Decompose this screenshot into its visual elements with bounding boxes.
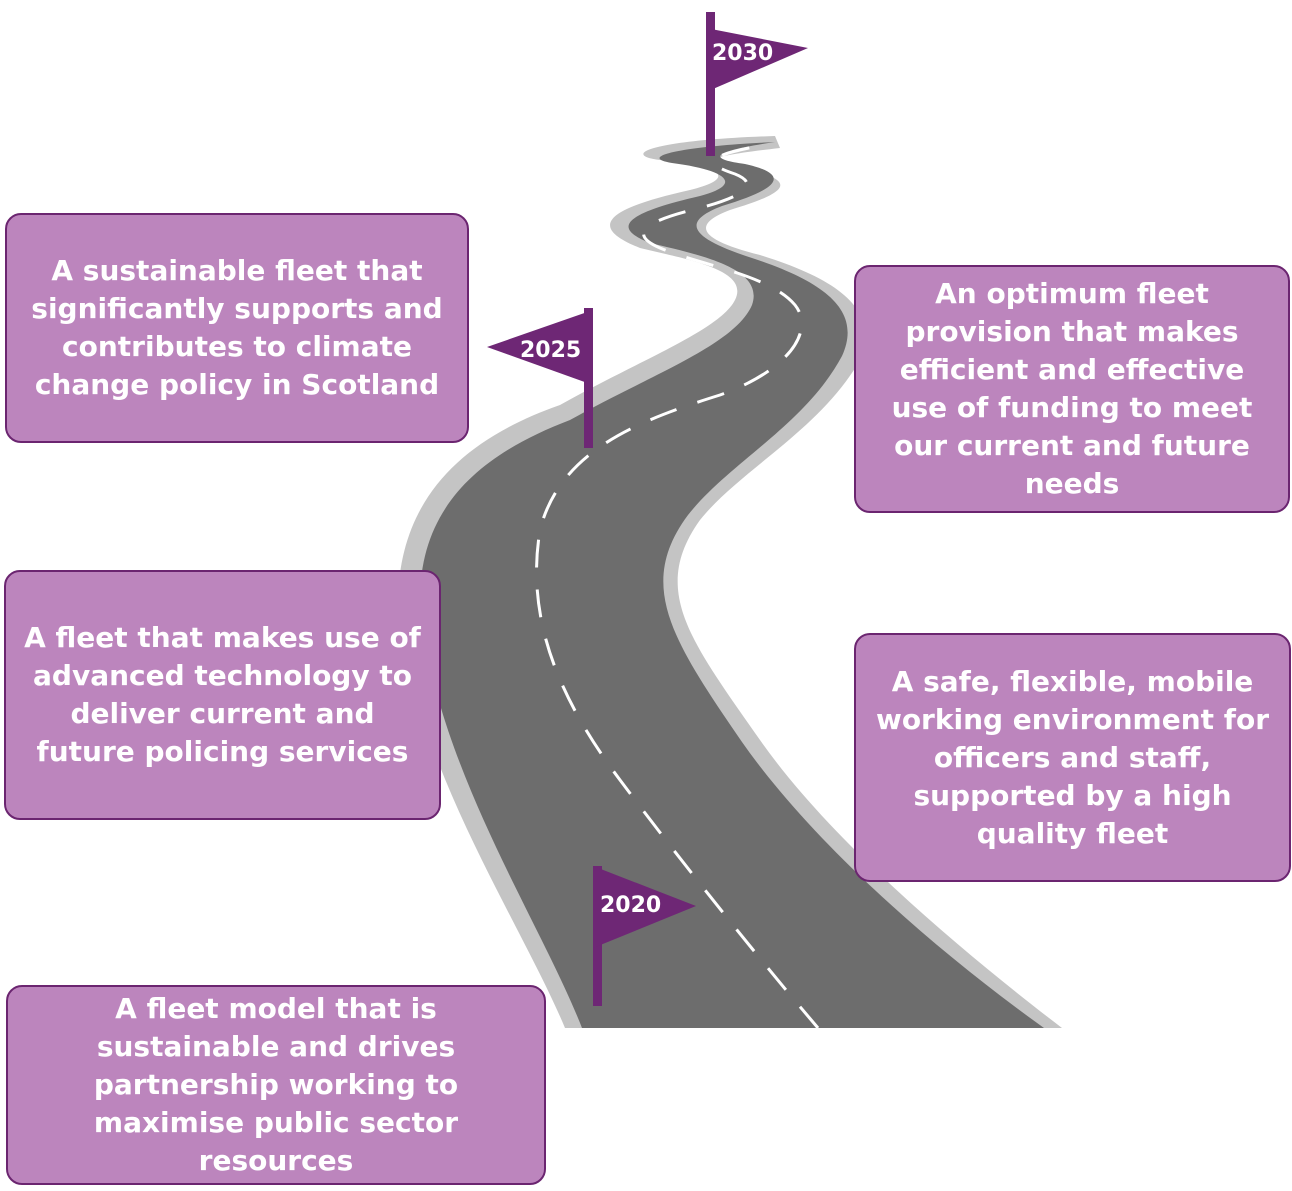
goal-text-climate: A sustainable fleet that significantly s…	[31, 254, 443, 401]
milestone-2025-label: 2025	[520, 338, 581, 363]
flag-pennant	[487, 310, 593, 385]
goal-box-working-environment: A safe, flexible, mobile working environ…	[854, 633, 1291, 882]
flag-2020: 2020	[593, 866, 696, 1006]
road-surface	[420, 142, 1044, 1028]
flag-2030: 2030	[706, 12, 808, 156]
flag-pennant	[593, 866, 696, 948]
flag-pennant	[706, 28, 808, 92]
goal-text-funding: An optimum fleet provision that makes ef…	[891, 277, 1253, 500]
goal-box-climate: A sustainable fleet that significantly s…	[5, 213, 469, 443]
lane-marking	[535, 142, 820, 1029]
goal-text-technology: A fleet that makes use of advanced techn…	[24, 621, 421, 768]
goal-text-partnership: A fleet model that is sustainable and dr…	[93, 992, 459, 1177]
goal-box-funding: An optimum fleet provision that makes ef…	[854, 265, 1290, 513]
flag-2025: 2025	[487, 308, 593, 448]
milestone-2030-label: 2030	[712, 41, 773, 66]
goal-text-working-environment: A safe, flexible, mobile working environ…	[875, 664, 1270, 850]
goal-box-technology: A fleet that makes use of advanced techn…	[4, 570, 441, 820]
milestone-2020-label: 2020	[600, 893, 661, 918]
goal-box-partnership: A fleet model that is sustainable and dr…	[6, 985, 546, 1185]
